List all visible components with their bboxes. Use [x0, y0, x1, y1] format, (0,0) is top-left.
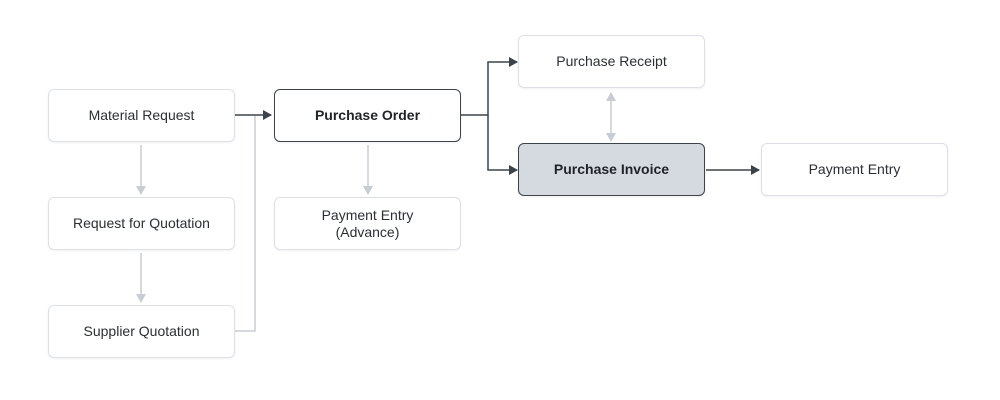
node-label: Payment Entry: [808, 161, 901, 177]
node-label: Request for Quotation: [73, 215, 210, 231]
node-payment-entry-advance[interactable]: Payment Entry (Advance): [274, 197, 461, 250]
node-purchase-receipt[interactable]: Purchase Receipt: [518, 35, 705, 88]
node-label: Supplier Quotation: [83, 323, 200, 339]
node-label: Material Request: [88, 107, 195, 123]
edge-supplier-quotation-to-purchase-order: [235, 115, 256, 332]
node-payment-entry[interactable]: Payment Entry: [761, 143, 948, 196]
node-request-for-quotation[interactable]: Request for Quotation: [48, 197, 235, 250]
node-label: Purchase Invoice: [553, 161, 670, 177]
node-supplier-quotation[interactable]: Supplier Quotation: [48, 305, 235, 358]
edge-purchase-order-to-purchase-invoice: [487, 115, 518, 175]
node-material-request[interactable]: Material Request: [48, 89, 235, 142]
node-purchase-invoice[interactable]: Purchase Invoice: [518, 143, 705, 196]
node-purchase-order[interactable]: Purchase Order: [274, 89, 461, 142]
node-label: Purchase Order: [314, 107, 421, 123]
node-label: Payment Entry (Advance): [321, 206, 414, 240]
node-label: Purchase Receipt: [556, 53, 667, 69]
edge-purchase-order-to-purchase-receipt: [461, 57, 518, 116]
